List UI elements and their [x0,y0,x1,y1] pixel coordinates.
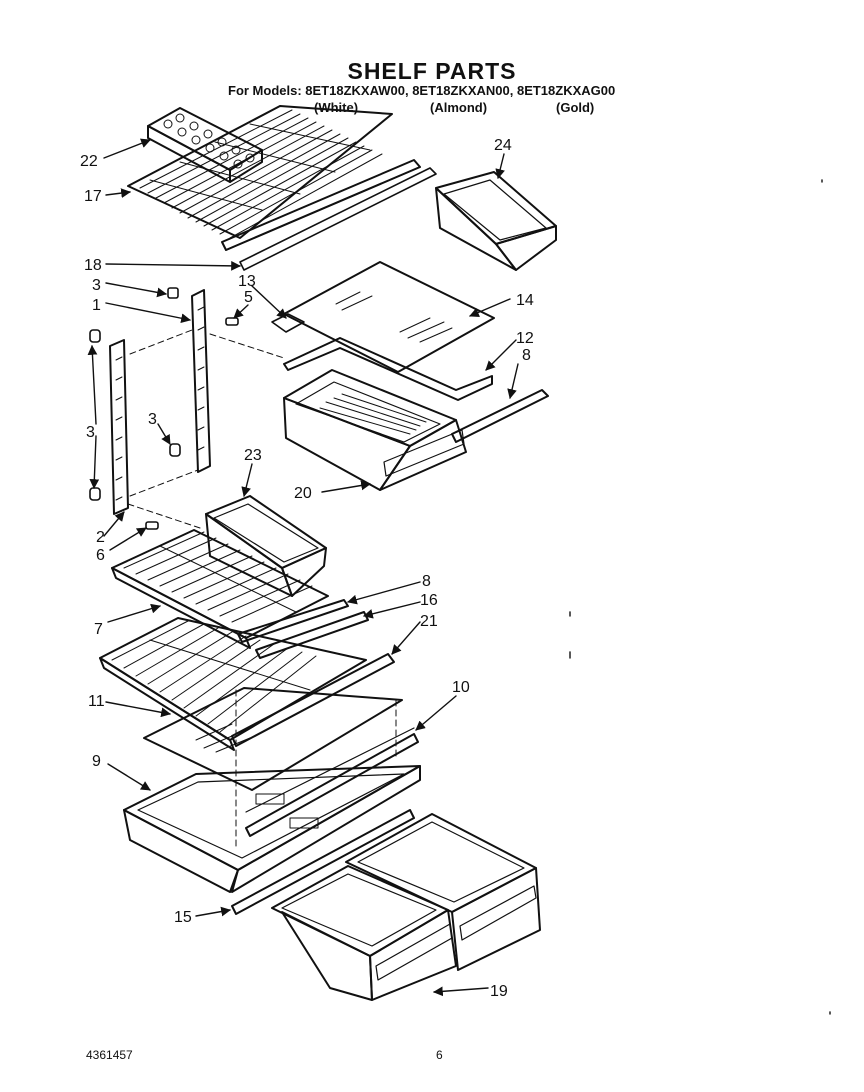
callout-12: 12 [516,330,534,347]
callout-18: 18 [84,257,102,274]
callout-3-top: 3 [92,277,101,294]
callout-17: 17 [84,188,102,205]
callout-24: 24 [494,137,512,154]
callout-19: 19 [490,983,508,1000]
callout-23: 23 [244,447,262,464]
wire-shelf-21 [99,617,367,751]
callout-16: 16 [420,592,438,609]
top-wire-shelf [127,105,421,251]
callout-13: 13 [238,273,256,290]
drawer-cover-frame-9 [123,727,421,893]
shelf-support-1 [191,289,211,473]
callout-15: 15 [174,909,192,926]
callout-10: 10 [452,679,470,696]
callout-6: 6 [96,547,105,564]
callout-21: 21 [420,613,438,630]
callout-2: 2 [96,529,105,546]
callout-9: 9 [92,753,101,770]
callout-8-top: 8 [522,347,531,364]
color-almond: (Almond) [430,100,488,115]
drawer-19-right [345,813,541,971]
callout-8-bottom: 8 [422,573,431,590]
model-numbers: For Models: 8ET18ZKXAW00, 8ET18ZKXAN00, … [228,83,616,98]
callout-3-middle: 3 [148,411,157,428]
shelf-rail-18 [239,167,437,271]
callout-22: 22 [80,153,98,170]
glass-shelf-11 [143,687,403,791]
door-bin-23 [205,495,327,597]
page-number: 6 [436,1048,443,1062]
callout-3-left: 3 [86,424,95,441]
document-number: 4361457 [86,1048,133,1062]
callout-labels: 22 17 24 18 13 3 5 14 1 12 8 3 3 20 23 2… [80,137,534,1000]
callout-7: 7 [94,621,103,638]
callout-1: 1 [92,297,101,314]
shelf-support-2 [109,339,129,515]
glass-shelf-14 [271,261,495,373]
alignment-lines [127,329,397,851]
color-gold: (Gold) [556,100,595,115]
callout-14: 14 [516,292,534,309]
scan-specks [569,179,831,1015]
drawer-19-left [271,865,457,1001]
callout-11: 11 [88,693,105,710]
drawer-rail-15 [231,809,415,915]
wire-shelf-7 [111,529,329,649]
callout-5: 5 [244,289,253,306]
callout-20: 20 [294,485,312,502]
crisper-drawer-20 [283,337,549,491]
door-bin-24 [435,171,557,271]
ice-cube-tray [147,107,263,183]
page-title: SHELF PARTS [347,58,517,84]
leader-lines [87,138,519,997]
